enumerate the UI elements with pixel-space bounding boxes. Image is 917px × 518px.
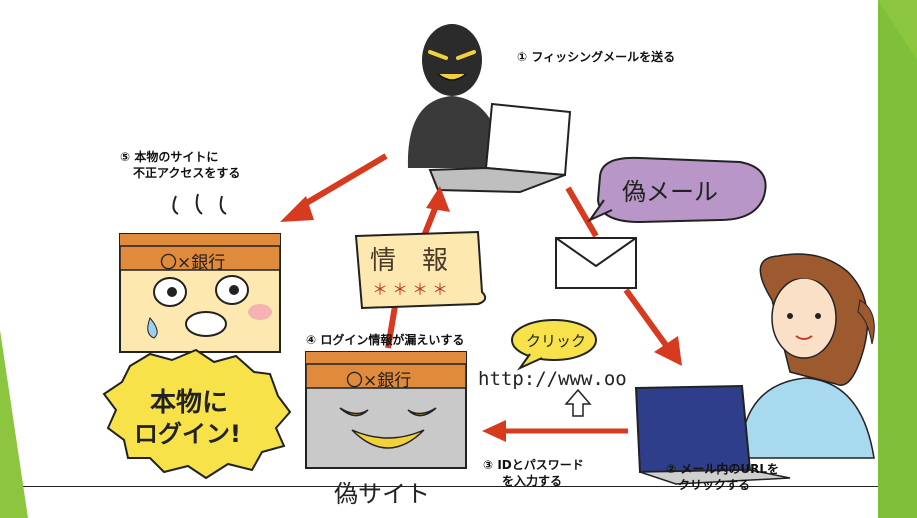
fake-bank-title: 〇×銀行 — [346, 371, 412, 391]
arrow-mail-to-victim — [623, 288, 682, 366]
click-bubble — [511, 319, 597, 371]
info-card-mask: ＊＊＊＊ — [372, 280, 453, 299]
fake-bank-window — [305, 351, 467, 469]
arrow-info-to-hacker — [421, 186, 450, 238]
login-burst-bubble — [102, 348, 292, 480]
real-bank-window — [119, 233, 281, 353]
arrow-hacker-to-realbank — [280, 153, 388, 222]
green-corner-right — [878, 0, 917, 518]
cursor-arrow-icon — [564, 388, 592, 417]
info-card — [354, 230, 487, 310]
login-bubble-line2: ログイン! — [134, 420, 241, 448]
fake-mail-text: 偽メール — [622, 178, 718, 206]
info-card-title: 情 報 — [370, 246, 449, 276]
phishing-url-text: http://www.oo — [478, 368, 627, 390]
step5-label-line1: ⑤ 本物のサイトに — [120, 150, 219, 164]
envelope-icon — [555, 237, 637, 289]
arrow-fakesite-to-info — [385, 299, 399, 349]
fake-site-text: 偽サイト — [334, 480, 430, 508]
step4-label: ④ ログイン情報が漏えいする — [306, 333, 465, 347]
arrow-victim-to-fakesite — [482, 420, 628, 442]
hacker-laptop — [428, 102, 572, 194]
hacker-figure — [407, 24, 504, 168]
victim-figure — [739, 253, 875, 459]
victim-laptop — [634, 384, 791, 485]
step3-label-line1: ③ IDとパスワード — [483, 458, 584, 472]
click-bubble-text: クリック — [526, 332, 587, 350]
step2-label-line2: クリックする — [678, 478, 751, 492]
login-bubble-line1: 本物に — [150, 388, 229, 418]
green-corner-left — [0, 330, 28, 518]
surprise-marks — [172, 193, 227, 215]
fake-mail-bubble — [587, 156, 767, 224]
step1-label: ① フィッシングメールを送る — [517, 50, 676, 64]
step2-label-line1: ② メール内のURLを — [666, 462, 779, 476]
step3-label-line2: を入力する — [502, 474, 563, 488]
step5-label-line2: 不正アクセスをする — [133, 166, 241, 180]
real-bank-title: 〇×銀行 — [160, 253, 226, 273]
arrow-hacker-to-mail — [565, 186, 599, 238]
